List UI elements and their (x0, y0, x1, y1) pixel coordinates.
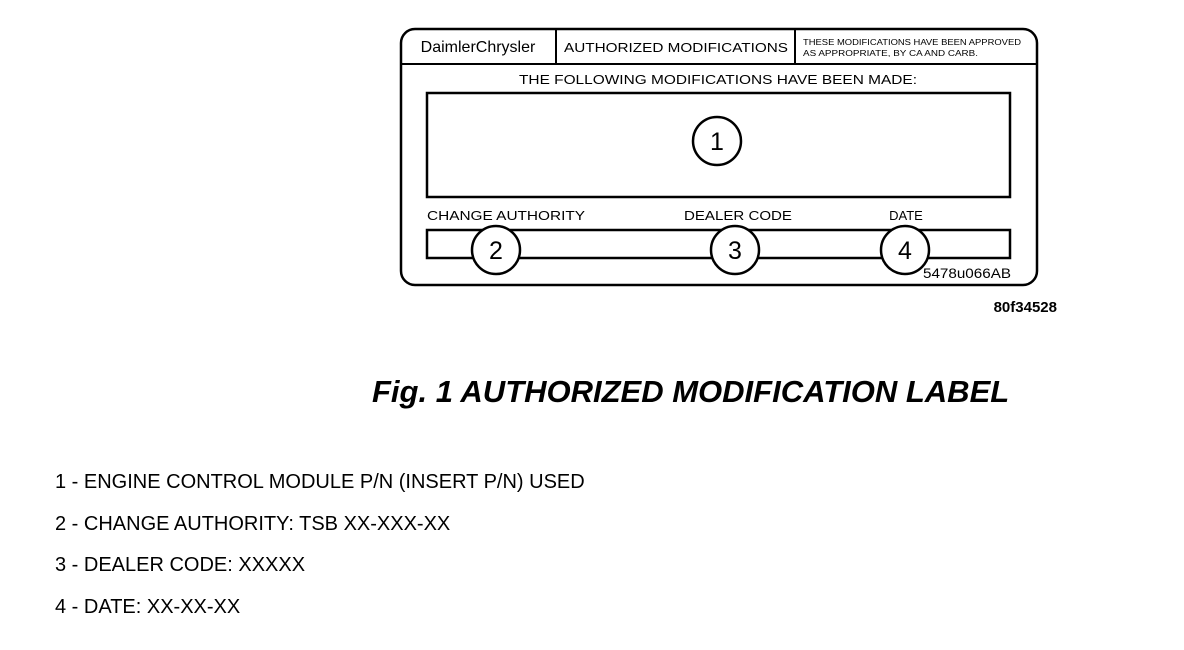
label-approval-note-line2: AS APPROPRIATE, BY CA AND CARB. (803, 49, 978, 58)
legend-item-1: 1 - ENGINE CONTROL MODULE P/N (INSERT P/… (55, 471, 585, 493)
callout-4-number: 4 (898, 237, 912, 265)
callout-legend: 1 - ENGINE CONTROL MODULE P/N (INSERT P/… (55, 469, 585, 635)
callout-1-number: 1 (710, 128, 724, 156)
field-label-date: DATE (889, 208, 923, 223)
modifications-box (425, 91, 1012, 199)
callout-2: 2 (470, 224, 522, 276)
callout-1: 1 (691, 115, 743, 167)
callout-3-number: 3 (728, 237, 742, 265)
callout-3: 3 (709, 224, 761, 276)
field-label-dealer-code: DEALER CODE (684, 208, 792, 223)
legend-item-3: 3 - DEALER CODE: XXXXX (55, 554, 306, 576)
figure-number: 80f34528 (994, 299, 1057, 316)
label-brand: DaimlerChrysler (421, 39, 536, 56)
label-heading: AUTHORIZED MODIFICATIONS (564, 40, 788, 55)
label-part-code: 5478u066AB (923, 265, 1011, 281)
label-outer-border (399, 27, 1039, 287)
callout-2-number: 2 (489, 237, 503, 265)
legend-item-4: 4 - DATE: XX-XX-XX (55, 595, 241, 618)
field-label-change-authority: CHANGE AUTHORITY (427, 208, 585, 223)
label-approval-note-line1: THESE MODIFICATIONS HAVE BEEN APPROVED (803, 38, 1021, 47)
callout-4: 4 (879, 224, 931, 276)
figure-caption: Fig. 1 AUTHORIZED MODIFICATION LABEL (372, 374, 1010, 409)
legend-item-2: 2 - CHANGE AUTHORITY: TSB XX-XXX-XX (55, 512, 451, 535)
modification-label-diagram: DaimlerChrysler AUTHORIZED MODIFICATIONS… (399, 27, 1057, 316)
label-modifications-heading: THE FOLLOWING MODIFICATIONS HAVE BEEN MA… (519, 72, 917, 87)
